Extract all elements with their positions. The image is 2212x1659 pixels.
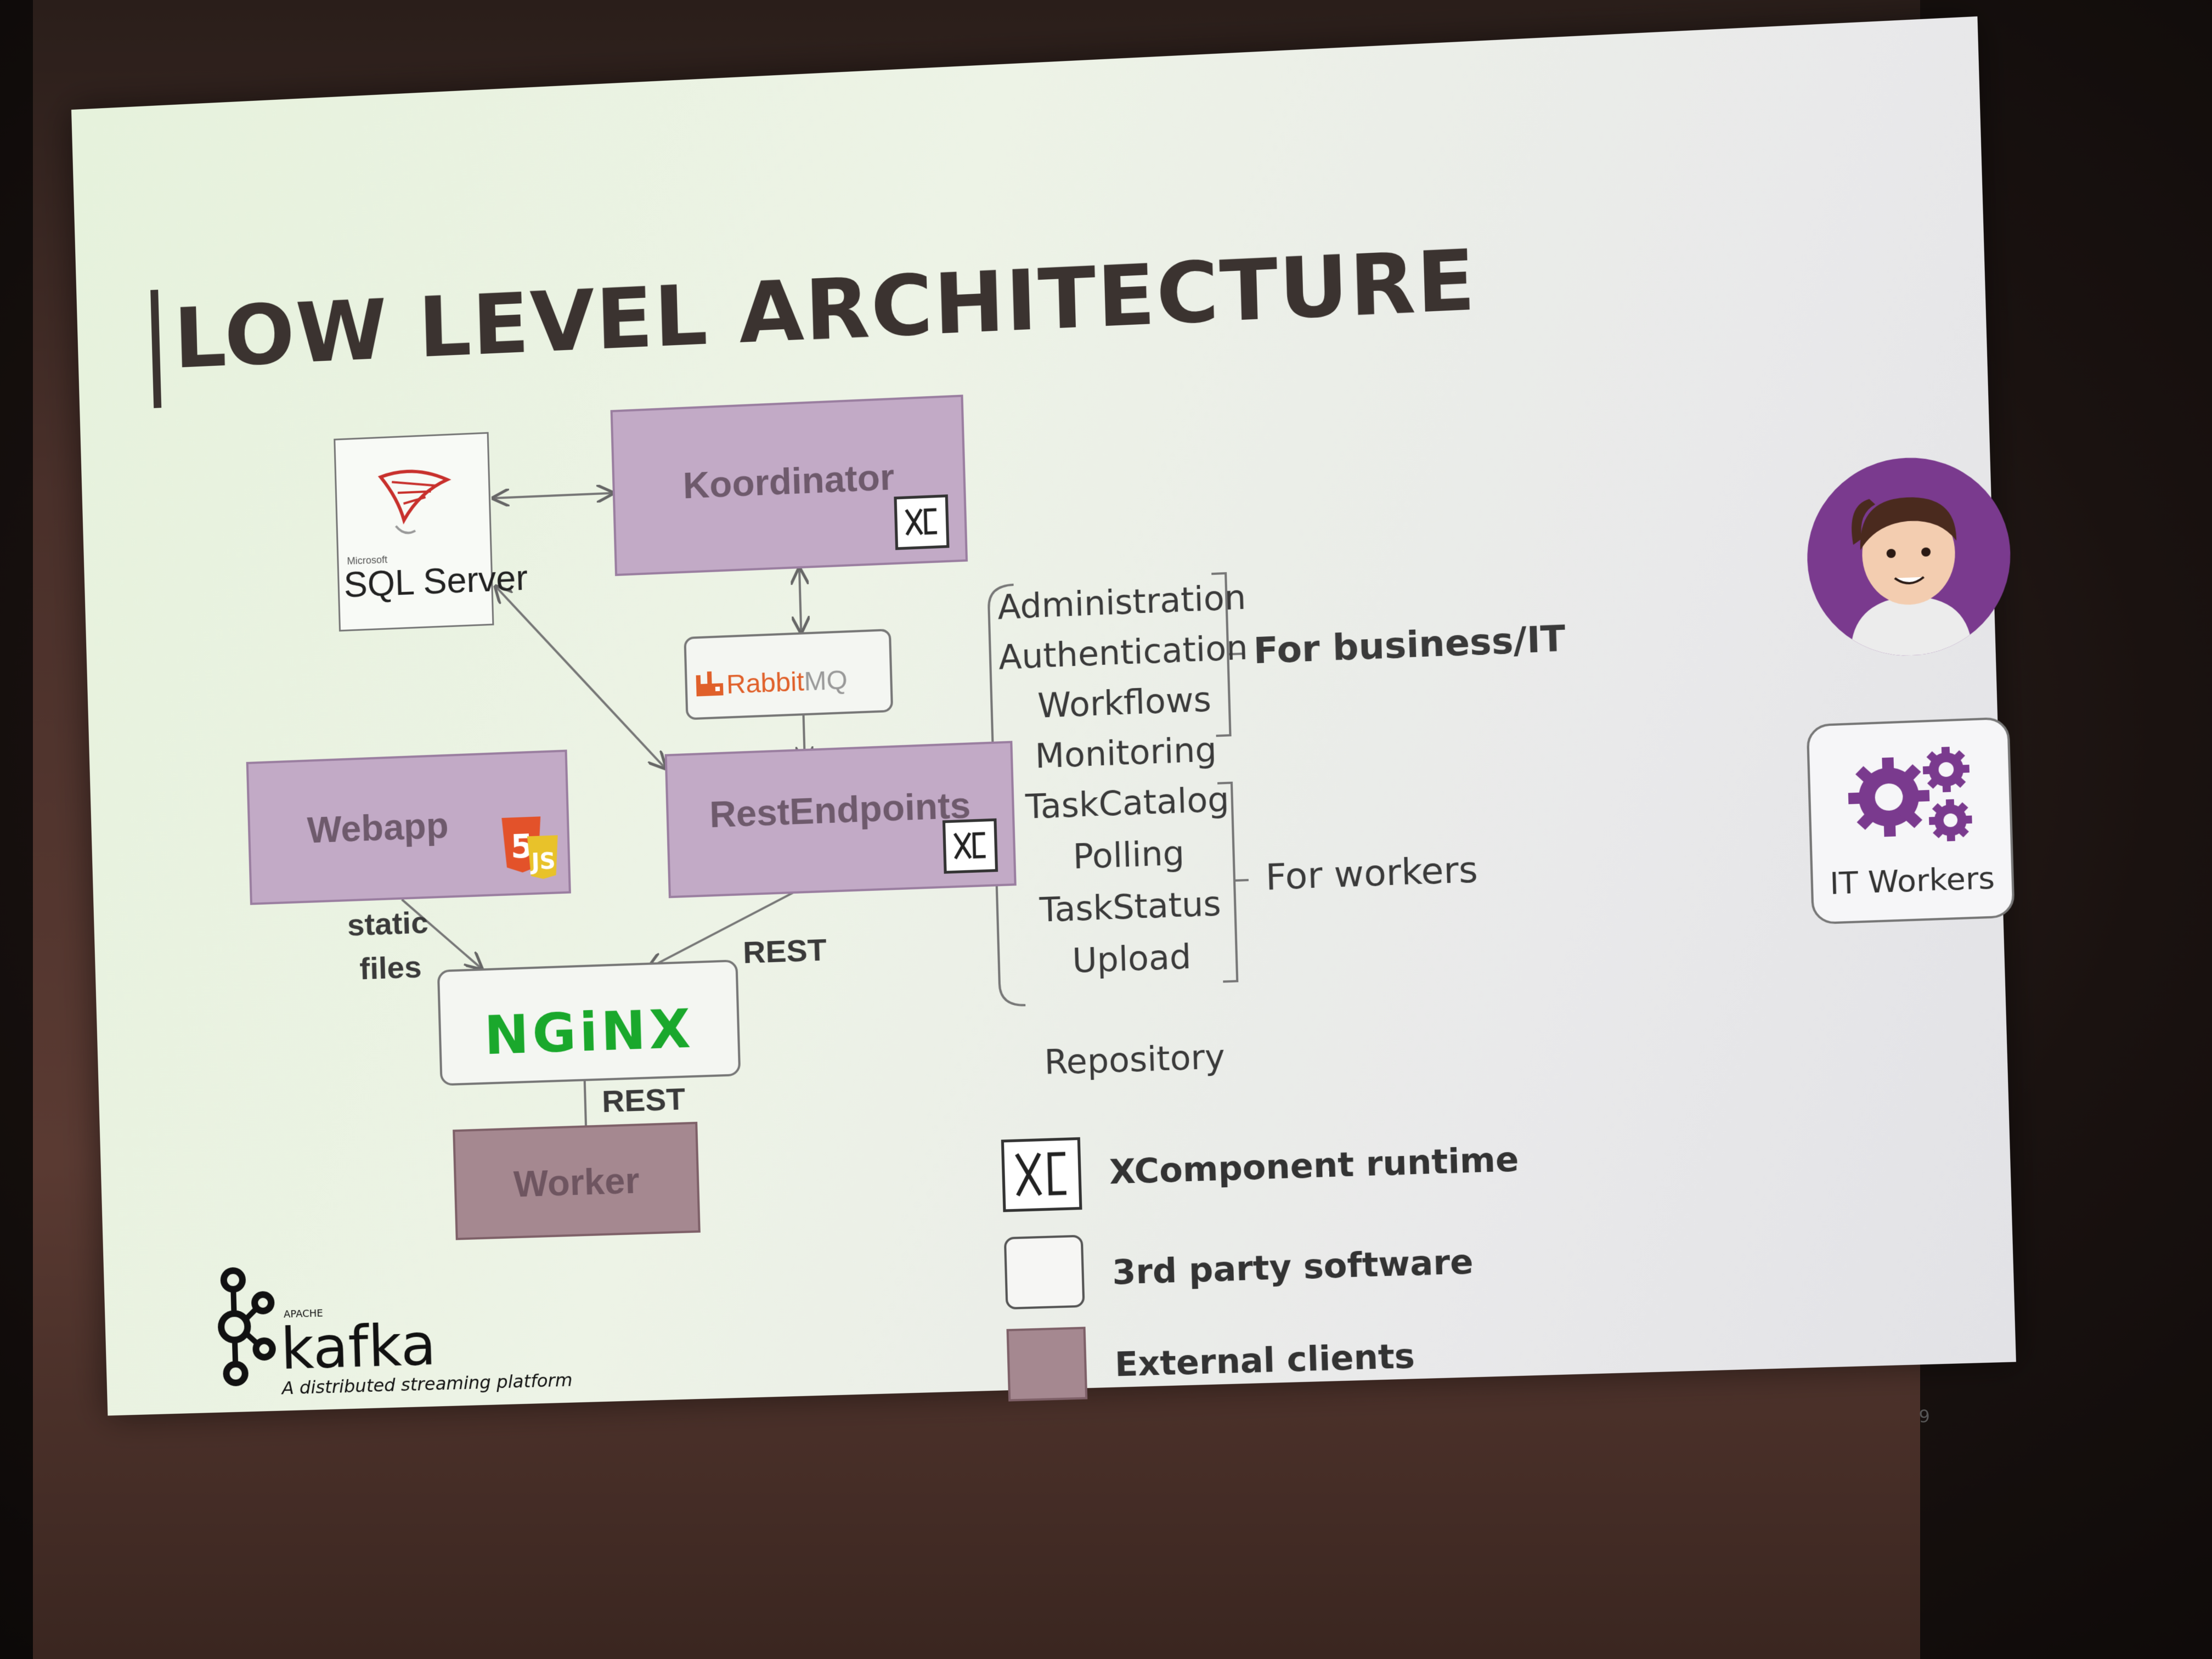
rabbitmq-label-a: Rabbit bbox=[726, 667, 805, 700]
xcomponent-icon bbox=[894, 494, 950, 550]
worker-label: Worker bbox=[512, 1159, 640, 1205]
rabbitmq-logo-icon bbox=[696, 670, 724, 697]
restendpoints-node: RestEndpoints bbox=[664, 741, 1017, 899]
xcomponent-icon bbox=[1004, 1140, 1079, 1209]
nginx-label: NGiNX bbox=[483, 997, 695, 1067]
sql-server-node: Microsoft SQL Server bbox=[334, 432, 528, 632]
it-workers-label: IT Workers bbox=[1829, 860, 1995, 902]
legend-third-party-swatch bbox=[1003, 1234, 1085, 1310]
legend-xcomponent-swatch bbox=[1001, 1137, 1082, 1212]
svg-text:JS: JS bbox=[529, 849, 556, 875]
rabbitmq-label-b: MQ bbox=[803, 665, 848, 697]
kafka-icon bbox=[213, 1265, 278, 1388]
rabbitmq-label: RabbitMQ bbox=[726, 665, 848, 700]
edge-sql-restendpoints bbox=[496, 580, 665, 775]
edge-label-rest-restendpoints: REST bbox=[742, 932, 827, 970]
edge-sql-koordinator bbox=[493, 493, 613, 498]
kafka-name-label: kafka bbox=[280, 1311, 437, 1383]
kafka-logo: APACHE kafka A distributed streaming pla… bbox=[213, 1257, 573, 1399]
edge-label-rest-worker: REST bbox=[601, 1081, 686, 1119]
webapp-node: Webapp 5 JS bbox=[246, 749, 571, 905]
edge-label-files: files bbox=[359, 949, 422, 986]
webapp-label: Webapp bbox=[306, 804, 449, 851]
sql-server-label: SQL Server bbox=[343, 557, 528, 605]
worker-node: Worker bbox=[453, 1121, 701, 1240]
html5-js-icon: 5 JS bbox=[501, 816, 559, 880]
sql-server-logo-icon bbox=[369, 457, 460, 549]
legend-external-swatch bbox=[1006, 1327, 1088, 1402]
slide: LOW LEVEL ARCHITECTURE Microsoft bbox=[71, 16, 2016, 1416]
page-number: 9 bbox=[1918, 1407, 1931, 1427]
koordinator-node: Koordinator bbox=[610, 394, 968, 577]
nginx-node: NGiNX bbox=[437, 959, 741, 1086]
gears-icon bbox=[1848, 747, 1972, 842]
rabbitmq-node: RabbitMQ bbox=[684, 628, 894, 720]
workers-group-label: For workers bbox=[1265, 849, 1479, 899]
edge-koordinator-rabbitmq bbox=[799, 568, 801, 632]
it-workers-card: IT Workers bbox=[1806, 716, 2015, 925]
woman-avatar-icon bbox=[1849, 495, 1973, 658]
edge-label-static: static bbox=[347, 904, 429, 943]
business-user-avatar bbox=[1804, 453, 2013, 660]
